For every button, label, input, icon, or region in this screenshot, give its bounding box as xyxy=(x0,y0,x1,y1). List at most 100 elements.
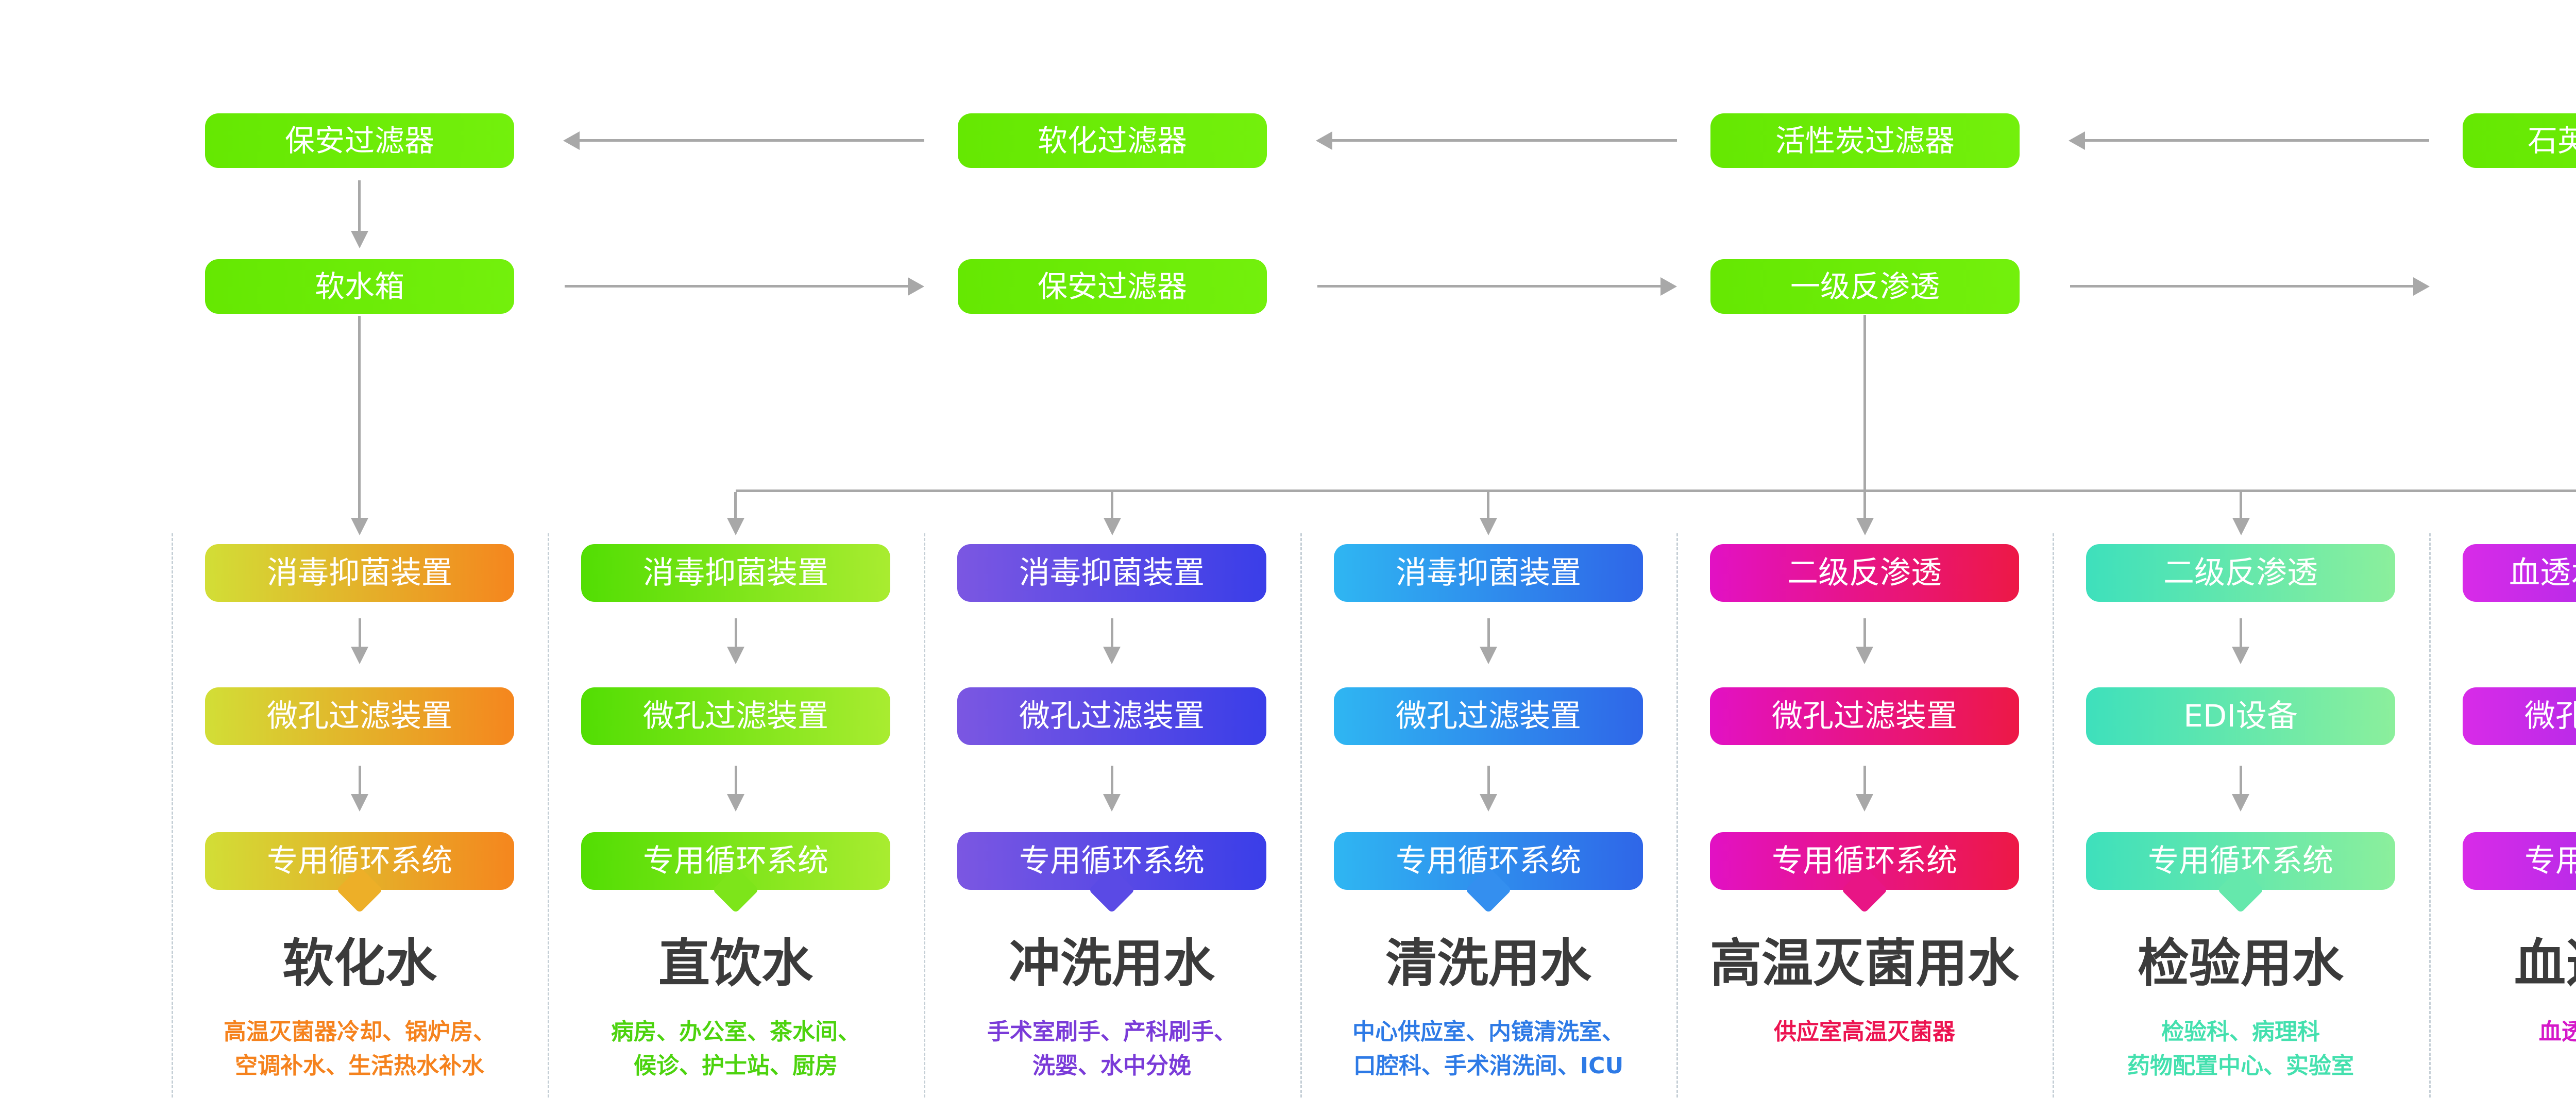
arrow-down-icon xyxy=(351,518,368,535)
arrow-line xyxy=(1317,285,1660,288)
arrow-down-icon xyxy=(2232,518,2250,535)
column-title: 检验用水 xyxy=(2138,933,2344,993)
arrow-line xyxy=(1487,766,1490,794)
step-box: 消毒抑菌装置 xyxy=(957,544,1266,602)
column-separator xyxy=(1300,533,1302,1098)
column-title: 血透用水 xyxy=(2514,933,2576,993)
column-title: 软化水 xyxy=(282,933,437,993)
arrow-down-icon xyxy=(727,518,744,535)
arrow-line xyxy=(1332,139,1677,142)
column-separator xyxy=(1676,533,1678,1098)
arrow-line xyxy=(358,316,361,518)
arrow-line xyxy=(2240,766,2242,794)
arrow-down-icon xyxy=(1856,647,1873,664)
arrow-down-icon xyxy=(351,231,368,248)
step-box: 专用循环系统 xyxy=(1334,832,1643,890)
step-box: 微孔过滤装置 xyxy=(581,687,890,745)
column-description: 中心供应室、内镜清洗室、 口腔科、手术消洗间、ICU xyxy=(1352,1019,1624,1079)
node-security-filter: 保安过滤器 xyxy=(205,113,514,168)
step-box: 血透水处理系统 xyxy=(2463,544,2576,602)
step-box: 消毒抑菌装置 xyxy=(205,544,514,602)
node-security-filter-stage2: 保安过滤器 xyxy=(958,259,1267,314)
branch-main-line xyxy=(1863,315,1866,518)
column-flushing-water: 消毒抑菌装置 微孔过滤装置 专用循环系统 冲洗用水 手术室刷手、产科刷手、 洗婴… xyxy=(924,533,1300,1105)
arrow-line xyxy=(1487,618,1490,647)
step-box: 专用循环系统 xyxy=(1710,832,2019,890)
column-title: 清洗用水 xyxy=(1385,933,1591,993)
arrow-line xyxy=(734,492,737,518)
column-description: 病房、办公室、茶水间、 候诊、护士站、厨房 xyxy=(611,1019,860,1079)
column-high-temp-sterilization-water: 二级反渗透 微孔过滤装置 专用循环系统 高温灭菌用水 供应室高温灭菌器 xyxy=(1676,533,2053,1105)
arrow-left-icon xyxy=(2069,131,2085,150)
arrow-line xyxy=(1487,492,1489,518)
arrow-line xyxy=(565,285,908,288)
column-title: 高温灭菌用水 xyxy=(1710,933,2019,993)
arrow-line xyxy=(359,618,361,647)
arrow-line xyxy=(2085,139,2429,142)
arrow-down-icon xyxy=(351,794,368,812)
arrow-right-icon xyxy=(2413,277,2430,296)
arrow-line xyxy=(1863,766,1866,794)
column-direct-drinking-water: 消毒抑菌装置 微孔过滤装置 专用循环系统 直饮水 病房、办公室、茶水间、 候诊、… xyxy=(548,533,924,1105)
step-box: 微孔过滤装置 xyxy=(957,687,1266,745)
arrow-line xyxy=(1863,618,1866,647)
arrow-down-icon xyxy=(2232,794,2249,812)
column-separator xyxy=(548,533,549,1098)
arrow-down-icon xyxy=(1480,794,1497,812)
step-box: EDI设备 xyxy=(2086,687,2395,745)
arrow-down-icon xyxy=(1103,794,1121,812)
step-box: 消毒抑菌装置 xyxy=(581,544,890,602)
arrow-down-icon xyxy=(727,794,744,812)
column-hemodialysis-water: 血透水处理系统 微孔过滤装置 专用循环系统 血透用水 血透中心、ICU xyxy=(2429,533,2576,1105)
arrow-line xyxy=(735,618,737,647)
step-box: 微孔过滤装置 xyxy=(2463,687,2576,745)
column-test-water: 二级反渗透 EDI设备 专用循环系统 检验用水 检验科、病理科 药物配置中心、实… xyxy=(2053,533,2429,1105)
step-box: 专用循环系统 xyxy=(2463,832,2576,890)
column-title: 直饮水 xyxy=(658,933,813,993)
arrow-line xyxy=(1111,766,1113,794)
step-box: 二级反渗透 xyxy=(2086,544,2395,602)
column-description: 高温灭菌器冷却、锅炉房、 空调补水、生活热水补水 xyxy=(224,1019,496,1079)
arrow-line xyxy=(1111,492,1113,518)
column-separator xyxy=(172,533,173,1098)
arrow-line xyxy=(2240,492,2242,518)
column-softened-water: 消毒抑菌装置 微孔过滤装置 专用循环系统 软化水 高温灭菌器冷却、锅炉房、 空调… xyxy=(172,533,548,1105)
arrow-line xyxy=(1111,618,1113,647)
arrow-line xyxy=(2240,618,2242,647)
column-description: 血透中心、ICU xyxy=(2538,1019,2576,1045)
arrow-line xyxy=(735,766,737,794)
arrow-down-icon xyxy=(727,647,744,664)
arrow-left-icon xyxy=(563,131,580,150)
step-box: 微孔过滤装置 xyxy=(205,687,514,745)
arrow-line xyxy=(359,766,361,794)
column-separator xyxy=(924,533,925,1098)
arrow-left-icon xyxy=(1316,131,1332,150)
step-box: 消毒抑菌装置 xyxy=(1334,544,1643,602)
step-box: 二级反渗透 xyxy=(1710,544,2019,602)
arrow-down-icon xyxy=(1103,647,1121,664)
node-first-stage-ro: 一级反渗透 xyxy=(1710,259,2020,314)
arrow-down-icon xyxy=(1856,518,1874,535)
column-description: 检验科、病理科 药物配置中心、实验室 xyxy=(2127,1019,2354,1079)
column-description: 手术室刷手、产科刷手、 洗婴、水中分娩 xyxy=(987,1019,1236,1079)
column-separator xyxy=(2429,533,2431,1098)
step-box: 专用循环系统 xyxy=(2086,832,2395,890)
arrow-down-icon xyxy=(2232,647,2249,664)
step-box: 微孔过滤装置 xyxy=(1334,687,1643,745)
column-separator xyxy=(2053,533,2054,1098)
arrow-down-icon xyxy=(351,647,368,664)
step-box: 微孔过滤装置 xyxy=(1710,687,2019,745)
arrow-line xyxy=(358,180,361,231)
column-description: 供应室高温灭菌器 xyxy=(1774,1019,1955,1045)
column-cleaning-water: 消毒抑菌装置 微孔过滤装置 专用循环系统 清洗用水 中心供应室、内镜清洗室、 口… xyxy=(1300,533,1676,1105)
branch-horizontal-line xyxy=(736,490,2576,492)
node-quartz-sand-filter: 石英砂过滤器 xyxy=(2463,113,2576,168)
arrow-line xyxy=(2070,285,2413,288)
arrow-down-icon xyxy=(1480,518,1497,535)
node-softening-filter: 软化过滤器 xyxy=(958,113,1267,168)
arrow-down-icon xyxy=(1104,518,1121,535)
arrow-line xyxy=(580,139,924,142)
arrow-right-icon xyxy=(908,277,924,296)
arrow-down-icon xyxy=(1480,647,1497,664)
